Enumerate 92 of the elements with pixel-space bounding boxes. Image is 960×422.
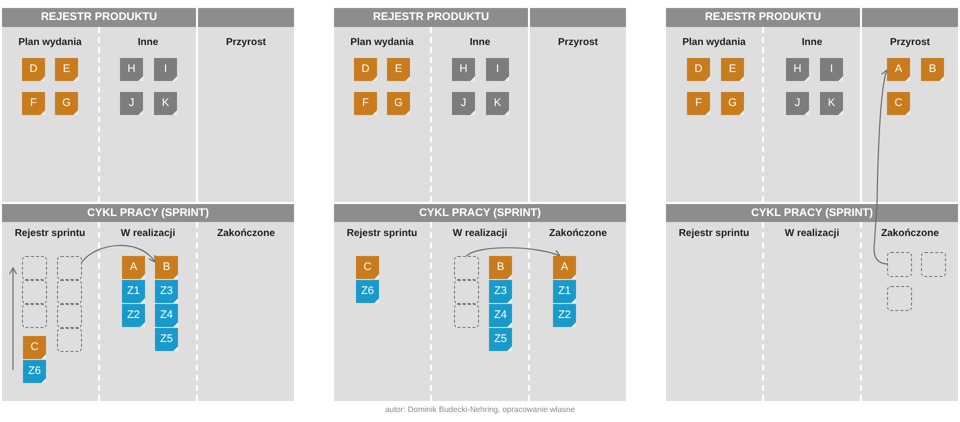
column-title: Przyrost (226, 36, 266, 49)
task-card: G (387, 92, 410, 115)
task-card: I (820, 58, 843, 81)
column-title: Przyrost (890, 36, 930, 49)
empty-slot (57, 304, 82, 328)
empty-slot (921, 252, 946, 277)
task-card: C (23, 336, 46, 359)
task-card: K (486, 92, 509, 115)
task-card: D (22, 58, 45, 81)
task-card: J (452, 92, 475, 115)
section-title: REJESTR PRODUKTU (372, 10, 490, 25)
task-card: Z1 (553, 280, 576, 303)
task-card: E (55, 58, 78, 81)
empty-slot (887, 286, 912, 311)
empty-slot (57, 280, 82, 304)
arrow (82, 244, 156, 263)
empty-slot (57, 256, 82, 280)
task-card: Z2 (122, 304, 145, 327)
arrow (466, 247, 561, 258)
task-card: I (486, 58, 509, 81)
section-title: CYKL PRACY (SPRINT) (751, 206, 873, 221)
board-section (2, 8, 294, 202)
board-section (2, 204, 294, 401)
column-title: W realizacji (784, 227, 840, 240)
column-title: Zakończone (881, 227, 939, 240)
task-card: Z6 (356, 280, 379, 303)
task-card: E (721, 58, 744, 81)
column-title: Rejestr sprintu (678, 227, 750, 240)
task-card: F (22, 92, 45, 115)
column-title: Przyrost (558, 36, 598, 49)
task-card: H (452, 58, 475, 81)
board-section (334, 8, 626, 202)
task-card: Z4 (489, 304, 512, 327)
task-card: A (887, 58, 910, 81)
task-card: F (687, 92, 710, 115)
task-card: Z4 (155, 304, 178, 327)
column-title: Inne (138, 36, 158, 49)
task-card: E (387, 58, 410, 81)
column-title: Plan wydania (18, 36, 82, 49)
empty-slot (22, 280, 47, 304)
task-card: D (354, 58, 377, 81)
column-title: Zakończone (217, 227, 275, 240)
task-card: A (553, 256, 576, 279)
task-card: K (154, 92, 177, 115)
task-card: I (154, 58, 177, 81)
empty-slot (454, 256, 479, 280)
task-card: C (356, 256, 379, 279)
task-card: H (786, 58, 809, 81)
empty-slot (454, 304, 479, 328)
task-card: A (122, 256, 145, 279)
empty-slot (57, 328, 82, 352)
task-card: Z5 (489, 328, 512, 351)
column-title: Inne (802, 36, 822, 49)
task-card: B (489, 256, 512, 279)
task-card: F (354, 92, 377, 115)
task-card: Z5 (155, 328, 178, 351)
task-card: C (887, 92, 910, 115)
caption: autor: Dominik Budecki-Nehring, opracowanie własne (385, 405, 575, 415)
column-title: Inne (470, 36, 490, 49)
task-card: Z3 (155, 280, 178, 303)
empty-slot (887, 252, 912, 277)
empty-slot (454, 280, 479, 304)
empty-slot (22, 256, 47, 280)
task-card: Z3 (489, 280, 512, 303)
task-card: J (120, 92, 143, 115)
section-title: REJESTR PRODUKTU (40, 10, 158, 25)
section-title: CYKL PRACY (SPRINT) (419, 206, 541, 221)
column-title: Plan wydania (682, 36, 746, 49)
board-section (666, 8, 958, 202)
arrow (873, 69, 890, 265)
column-title: Rejestr sprintu (14, 227, 86, 240)
task-card: K (820, 92, 843, 115)
column-title: W realizacji (452, 227, 508, 240)
column-title: W realizacji (120, 227, 176, 240)
section-title: REJESTR PRODUKTU (704, 10, 822, 25)
column-title: Zakończone (549, 227, 607, 240)
board-section (334, 204, 626, 401)
task-card: D (687, 58, 710, 81)
task-card: G (721, 92, 744, 115)
board-section (666, 204, 958, 401)
column-title: Plan wydania (350, 36, 414, 49)
task-card: Z6 (23, 360, 46, 383)
column-title: Rejestr sprintu (346, 227, 418, 240)
task-card: B (155, 256, 178, 279)
task-card: Z1 (122, 280, 145, 303)
section-title: CYKL PRACY (SPRINT) (87, 206, 209, 221)
task-card: G (55, 92, 78, 115)
empty-slot (22, 304, 47, 328)
task-card: B (921, 58, 944, 81)
task-card: H (120, 58, 143, 81)
task-card: Z2 (553, 304, 576, 327)
task-card: J (786, 92, 809, 115)
